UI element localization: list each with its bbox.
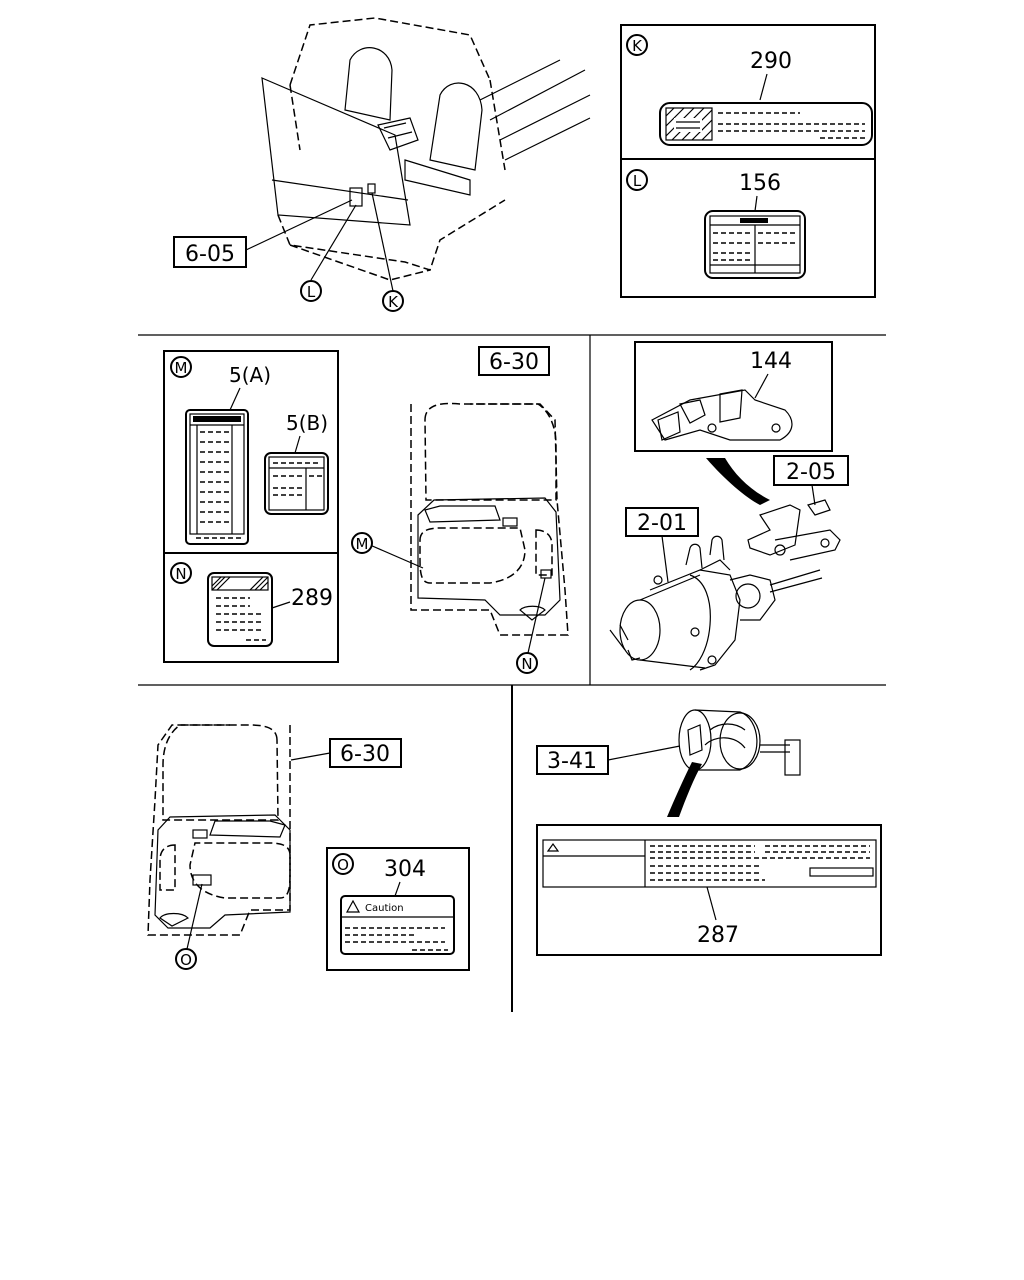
part-number-156: 156 (739, 171, 781, 196)
callout-L-cab: L (300, 204, 357, 302)
svg-text:L: L (633, 172, 642, 190)
zoom-arrow (667, 762, 702, 817)
label-156 (704, 210, 806, 279)
label-289 (207, 572, 273, 647)
ref-text-3-41: 3-41 (547, 749, 597, 774)
svg-text:K: K (632, 37, 643, 55)
zoom-arrow (706, 458, 770, 505)
label-panel-287: 287 (536, 824, 882, 956)
part-number-289: 289 (291, 586, 333, 611)
part-number-144: 144 (750, 349, 792, 374)
callout-O (332, 853, 354, 875)
part-number-5b: 5(B) (286, 411, 328, 435)
chamber-assembly (678, 709, 801, 776)
part-number-290: 290 (750, 49, 792, 74)
ref-box-6-30-bottom[interactable]: 6-30 (329, 738, 402, 768)
ref-box-6-05[interactable]: 6-05 (173, 236, 247, 268)
ref-box-2-01[interactable]: 2-01 (625, 507, 699, 537)
leader-line (245, 199, 353, 251)
callout-M (170, 356, 192, 378)
label-287 (542, 839, 877, 888)
label-5a (185, 409, 249, 545)
callout-M-door: M (351, 532, 424, 569)
ref-box-2-05[interactable]: 2-05 (773, 455, 849, 486)
svg-text:M: M (175, 359, 188, 377)
label-5b (264, 452, 329, 515)
svg-text:M: M (356, 535, 369, 553)
svg-text:O: O (180, 951, 192, 969)
callout-K (626, 34, 648, 56)
ref-box-6-30-top[interactable]: 6-30 (478, 346, 550, 376)
door-illustration-1 (410, 402, 569, 636)
label-panel-M-N: M 5(A) 5(B) (163, 350, 339, 663)
section-dividers (138, 334, 886, 1012)
ref-text-6-30: 6-30 (340, 742, 390, 767)
part-number-5a: 5(A) (229, 363, 271, 387)
svg-text:N: N (175, 565, 186, 583)
label-panel-O: O 304 Caution (326, 847, 470, 971)
part-number-287: 287 (697, 923, 739, 948)
callout-N-door: N (516, 577, 546, 674)
bracket-144-panel: 144 (634, 341, 833, 452)
callout-N (170, 562, 192, 584)
callout-O-door: O (175, 883, 203, 970)
svg-text:N: N (521, 655, 532, 673)
label-304: Caution (340, 895, 455, 955)
svg-text:L: L (307, 283, 316, 301)
callout-L (626, 169, 648, 191)
svg-text:K: K (388, 293, 399, 311)
ref-box-3-41[interactable]: 3-41 (536, 745, 609, 775)
part-number-304: 304 (384, 857, 426, 882)
callout-K-cab: K (371, 192, 404, 312)
door-illustration-2 (147, 724, 291, 936)
ref-text-2-05: 2-05 (786, 460, 836, 485)
ref-text-2-01: 2-01 (637, 511, 687, 536)
ref-text-6-05: 6-05 (185, 242, 235, 267)
label-panel-K-L: K 290 L 156 (620, 24, 876, 298)
caution-text: Caution (365, 903, 404, 914)
cab-illustration (261, 17, 591, 281)
valve-assembly (609, 499, 841, 671)
label-290 (659, 102, 873, 146)
svg-text:O: O (337, 856, 349, 874)
ref-text-6-30: 6-30 (489, 350, 539, 375)
